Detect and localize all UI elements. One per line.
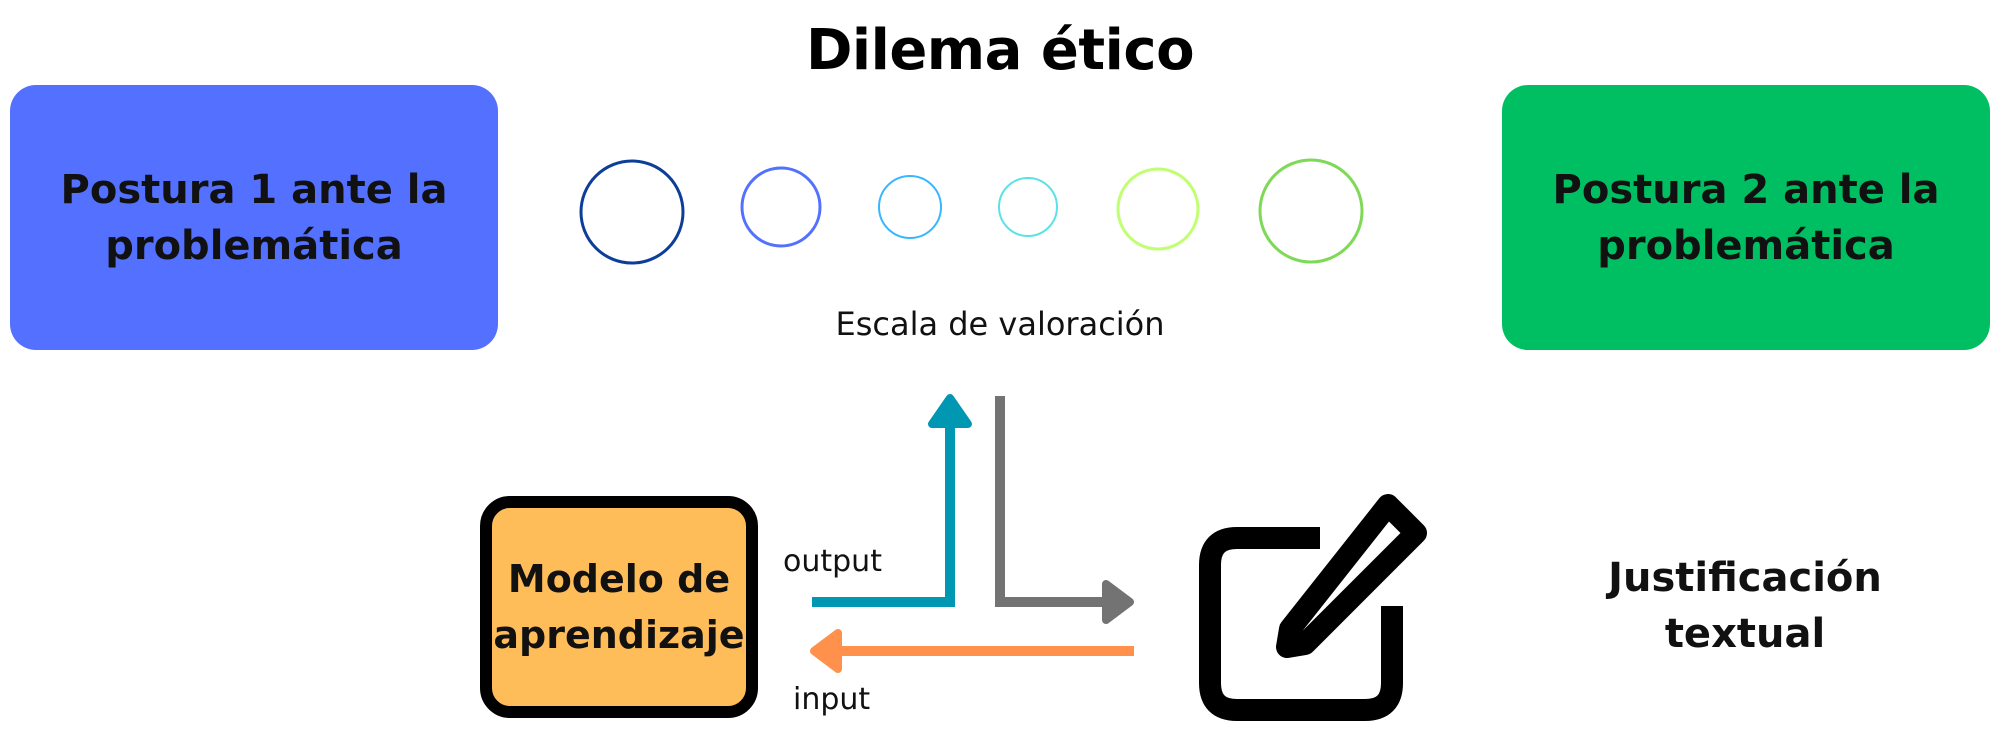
feedback-arrow-head (1102, 580, 1134, 624)
edit-icon-pencil (1276, 494, 1427, 658)
learning-model-label: Modelo de aprendizaje (493, 557, 745, 657)
rating-circle-3 (878, 175, 942, 239)
stance-1-box: Postura 1 ante la problemática (10, 85, 498, 350)
rating-circle-4 (998, 177, 1058, 237)
edit-icon (1199, 494, 1427, 721)
diagram-title: Dilema ético (805, 18, 1195, 83)
edit-icon-frame (1199, 527, 1403, 721)
rating-scale-label: Escala de valoración (835, 305, 1165, 343)
justification-label: Justificación textual (1608, 555, 1882, 657)
output-arrow-head (928, 394, 972, 428)
input-arrow-head (810, 629, 842, 673)
input-label: input (793, 682, 871, 717)
output-arrow (812, 394, 972, 607)
output-label: output (783, 544, 882, 579)
feedback-arrow-line (995, 396, 1108, 607)
learning-model-box: Modelo de aprendizaje (480, 496, 758, 718)
output-arrow-line (812, 420, 955, 607)
stance-2-box: Postura 2 ante la problemática (1502, 85, 1990, 350)
feedback-arrow (995, 396, 1134, 624)
rating-circle-1 (579, 159, 685, 265)
stance-2-label: Postura 2 ante la problemática (1552, 166, 1940, 269)
rating-scale (579, 158, 1364, 265)
rating-circle-5 (1116, 167, 1200, 251)
rating-circle-2 (740, 166, 822, 248)
stance-1-label: Postura 1 ante la problemática (60, 166, 448, 269)
input-arrow (810, 629, 1134, 673)
rating-circle-6 (1258, 158, 1364, 264)
